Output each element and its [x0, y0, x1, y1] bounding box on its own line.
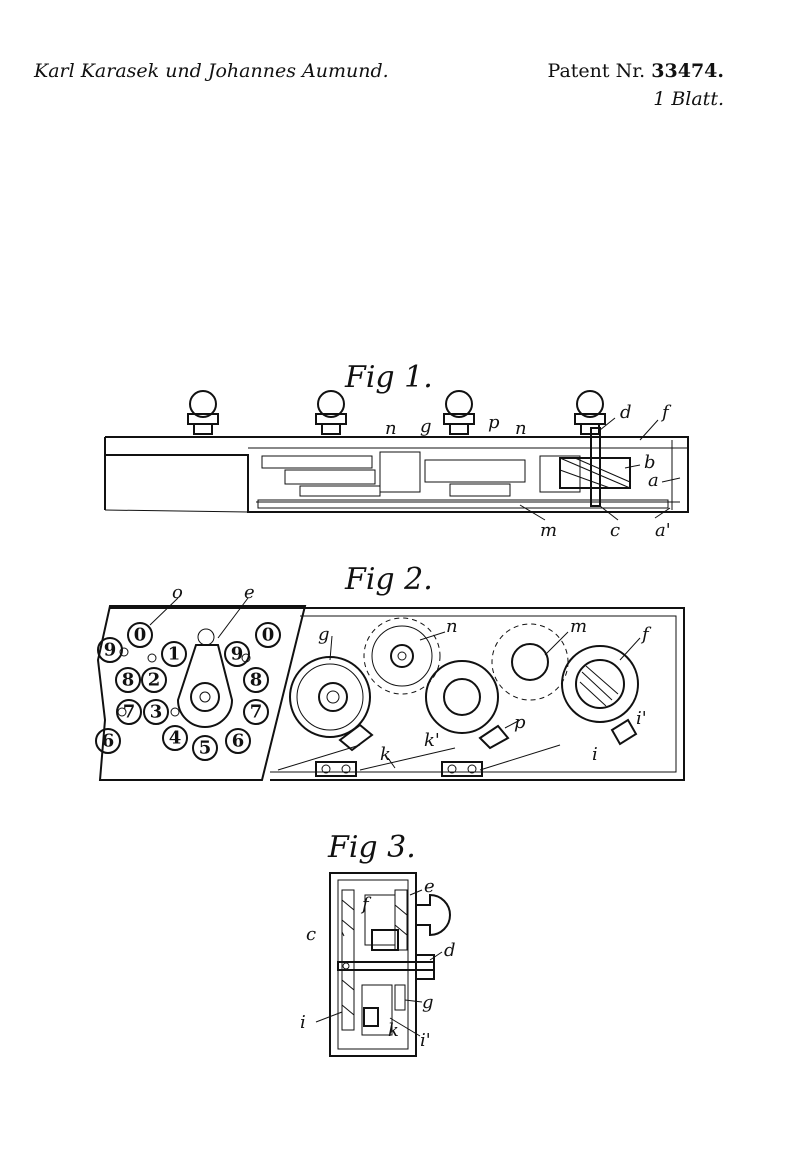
fig1-label-b: b: [644, 452, 656, 473]
patent-number: 33474.: [651, 60, 724, 82]
fig2-gear-g: [289, 656, 371, 738]
fig1-label-m: m: [540, 520, 557, 541]
sheet-count: 1 Blatt.: [653, 88, 724, 110]
fig3-label-d: d: [444, 940, 456, 961]
fig2-label-e: e: [244, 582, 255, 603]
key-0-left: 0: [134, 625, 147, 646]
fig2-label-m: m: [570, 616, 587, 637]
fig3-label-f: f: [360, 894, 372, 915]
fig3-caption: Fig 3.: [328, 830, 416, 865]
fig3-label-k: k: [388, 1020, 399, 1041]
fig2-number-wheel-n: [363, 617, 441, 695]
key-7-right: 7: [250, 702, 263, 723]
inventors-line: Karl Karasek und Johannes Aumund.: [34, 60, 389, 82]
fig1-label-n-right: n: [515, 418, 527, 439]
fig3-label-i-prime: i': [420, 1030, 431, 1051]
fig2-label-i: i: [592, 744, 598, 765]
fig2-drawing: 0 1 9 0 2 8 8 3 7 7 4 6 6 5 9: [95, 582, 685, 781]
fig2-label-g: g: [318, 624, 330, 645]
fig2-cover-plate: [96, 605, 307, 781]
fig2-label-o: o: [172, 582, 183, 603]
fig2-ratchet-k-prime: [425, 660, 499, 734]
fig2-casing: [110, 607, 685, 781]
fig1-label-a-prime: a': [655, 520, 671, 541]
fig2-number-keys: 0 1 9 0 2 8 8 3 7 7 4 6 6 5 9: [95, 622, 281, 761]
key-7-left: 7: [123, 702, 136, 723]
key-1: 1: [168, 644, 181, 665]
fig1-label-g: g: [420, 416, 432, 437]
key-9-edge: 9: [104, 640, 117, 661]
key-5: 5: [199, 738, 212, 759]
key-0-right: 0: [262, 625, 275, 646]
fig3-label-i: i: [300, 1012, 306, 1033]
patent-number-line: Patent Nr. 33474.: [548, 60, 724, 82]
fig3-drawing: e f c d g i k i': [300, 872, 456, 1057]
fig2-label-f: f: [640, 624, 652, 645]
fig3-knob: [415, 893, 451, 937]
fig2-caption: Fig 2.: [345, 562, 433, 597]
fig2-dashed-wheel-m: [491, 623, 569, 701]
key-2: 2: [148, 670, 161, 691]
fig1-label-n-left: n: [385, 418, 397, 439]
key-8-left: 8: [122, 670, 135, 691]
fig2-label-i-prime: i': [636, 708, 647, 729]
fig3-label-c: c: [306, 924, 316, 945]
fig1-label-f: f: [660, 402, 672, 423]
key-6-right: 6: [232, 731, 245, 752]
key-4: 4: [169, 728, 182, 749]
fig1-drawing: d f n g p n b a m c a': [104, 390, 689, 541]
fig2-label-p: p: [514, 712, 526, 733]
fig1-label-a: a: [648, 470, 659, 491]
key-3: 3: [150, 702, 163, 723]
fig1-label-p: p: [488, 412, 500, 433]
patent-prefix: Patent Nr.: [547, 60, 646, 82]
fig2-label-k: k: [380, 744, 391, 765]
fig1-knobs: [187, 390, 606, 435]
fig1-label-c: c: [610, 520, 620, 541]
key-6-left: 6: [102, 731, 115, 752]
fig3-label-e: e: [424, 876, 435, 897]
fig2-label-n: n: [446, 616, 458, 637]
key-9: 9: [231, 644, 244, 665]
fig3-label-g: g: [422, 992, 434, 1013]
key-8-right: 8: [250, 670, 263, 691]
fig1-caption: Fig 1.: [345, 360, 433, 395]
fig2-lever: [176, 644, 234, 728]
fig2-ratchet-f: [561, 645, 639, 723]
fig2-label-k-prime: k': [424, 730, 440, 751]
fig1-label-d: d: [620, 402, 632, 423]
